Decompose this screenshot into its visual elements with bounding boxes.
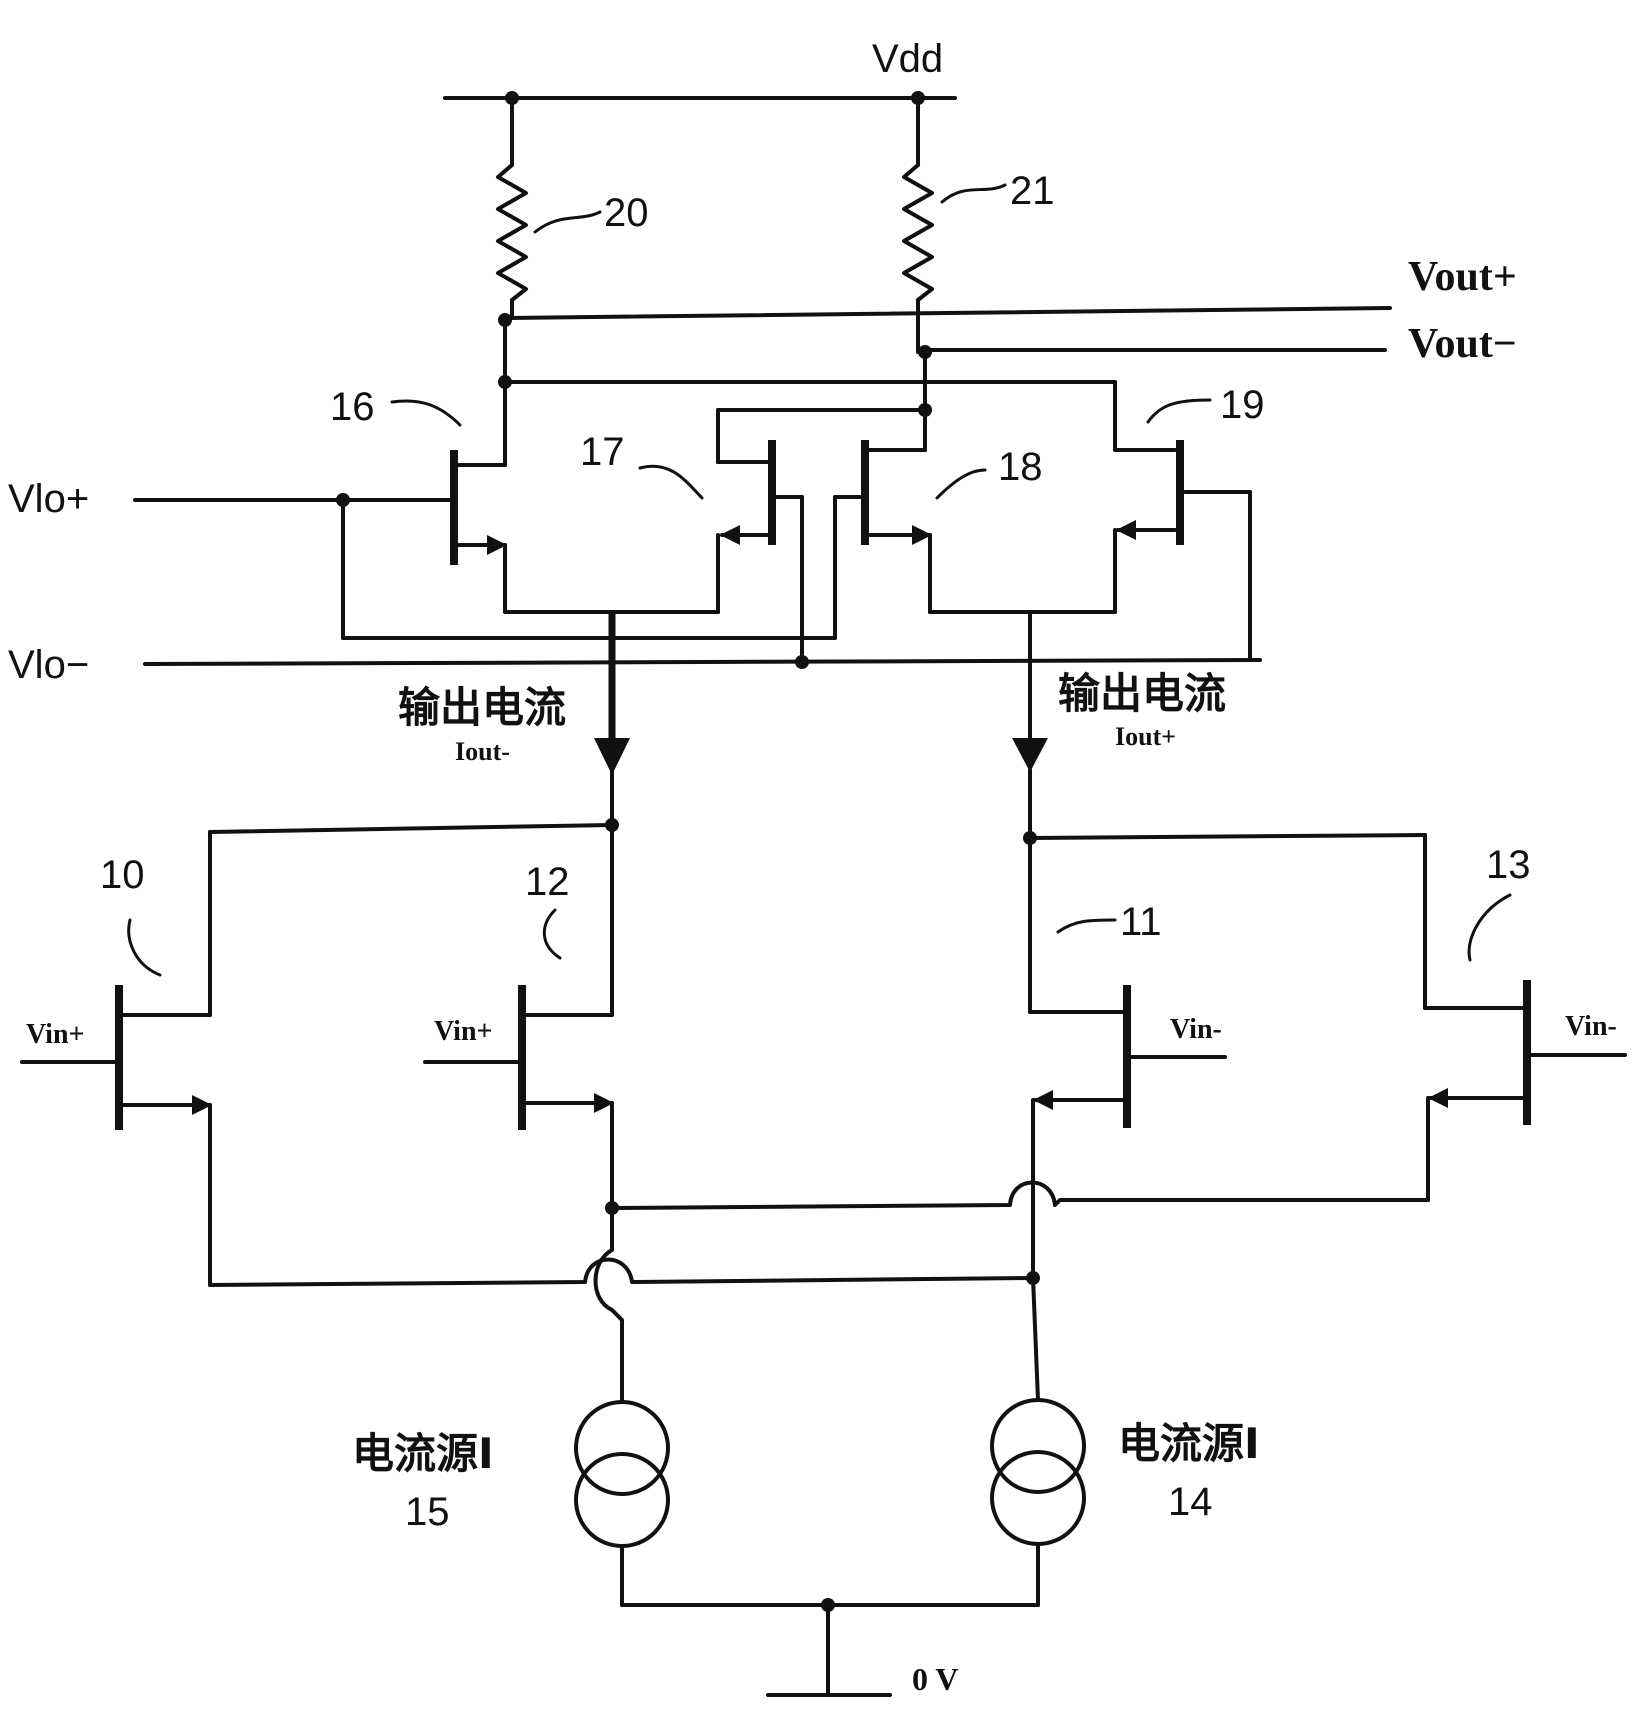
iout-minus-label: 输出电流 (398, 683, 566, 732)
vlo-minus-label: Vlo− (8, 643, 89, 687)
iout-minus-arrow (594, 738, 630, 775)
transistor-19-leader (1146, 398, 1212, 424)
resistor-21-leader (940, 183, 1007, 204)
vlo-plus-label: Vlo+ (8, 477, 89, 521)
transistor-19 (1113, 440, 1184, 614)
resistor-20-leader (533, 210, 602, 234)
transistor-10-leader (127, 918, 162, 977)
cross-wire-top (610, 1180, 1430, 1210)
current-source-14 (990, 1398, 1086, 1607)
transistor-17-label: 17 (580, 430, 625, 474)
current-source-15 (574, 1398, 670, 1607)
resistor-21-label: 21 (1010, 169, 1055, 213)
resistor-21 (902, 96, 934, 320)
vin-minus-label-11: Vin- (1170, 1014, 1222, 1045)
vin-plus-label-12: Vin+ (434, 1016, 493, 1047)
transistor-19-label: 19 (1220, 383, 1265, 427)
transistor-18 (861, 440, 932, 614)
transistor-17 (716, 440, 776, 614)
transistor-13-label: 13 (1486, 843, 1531, 887)
transistor-18-leader (935, 468, 987, 500)
transistor-11-label: 11 (1120, 900, 1162, 944)
transistor-18-label: 18 (998, 445, 1043, 489)
current-source-15-label: 电流源I (352, 1429, 494, 1478)
resistor-20-label: 20 (604, 191, 649, 235)
transistor-17-leader (638, 464, 704, 500)
transistor-16-leader (390, 399, 462, 427)
transistor-12-label: 12 (525, 860, 570, 904)
transistor-10-label: 10 (100, 853, 145, 897)
transistor-13-leader (1467, 893, 1512, 962)
vlo-minus-line (143, 658, 1262, 666)
transistor-13 (1423, 980, 1627, 1202)
transistor-16-label: 16 (330, 385, 375, 429)
vin-plus-label-10: Vin+ (26, 1019, 85, 1050)
transistor-12 (423, 985, 614, 1210)
current-source-14-label: 电流源I (1118, 1419, 1260, 1468)
transistor-11-leader (1056, 918, 1117, 934)
transistor-16 (450, 380, 507, 614)
vin-minus-label-13: Vin- (1565, 1011, 1617, 1042)
transistor-10 (20, 985, 212, 1287)
transistor-11 (1028, 985, 1227, 1180)
vdd-label: Vdd (872, 37, 943, 81)
current-source-15-number: 15 (405, 1490, 450, 1534)
iout-plus-arrow (1012, 738, 1048, 772)
current-source-14-number: 14 (1168, 1480, 1213, 1524)
resistor-20 (496, 96, 528, 320)
transistor-12-leader (542, 908, 562, 960)
ground-label: 0 V (912, 1661, 959, 1697)
iout-minus-sub: Iout- (455, 737, 510, 766)
vout-minus-label: Vout− (1408, 321, 1517, 367)
iout-plus-sub: Iout+ (1115, 722, 1176, 751)
cross-wire-bottom (208, 1257, 1035, 1287)
vout-plus-line (503, 306, 1392, 320)
vout-plus-label: Vout+ (1408, 254, 1517, 300)
iout-plus-label: 输出电流 (1058, 669, 1226, 718)
